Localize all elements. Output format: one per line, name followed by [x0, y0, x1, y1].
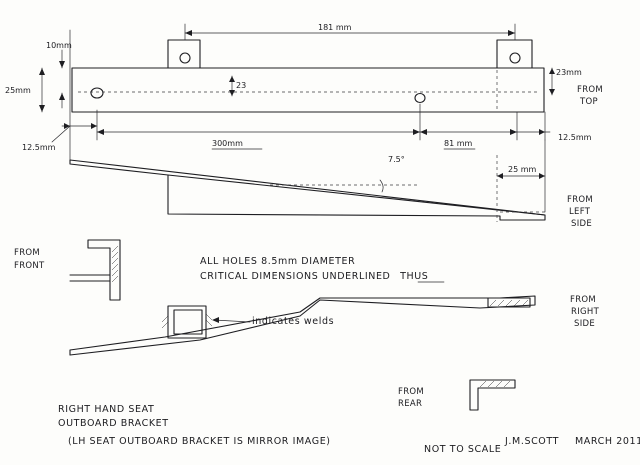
- weld-block-right: [487, 297, 531, 308]
- label-from-rear: FROM REAR: [398, 387, 424, 409]
- dim-23-right-label: 23mm: [556, 68, 582, 77]
- top-view-bar: [71, 67, 545, 113]
- right-lug-hole: [509, 52, 521, 64]
- critical-note: CRITICAL DIMENSIONS UNDERLINED THUS: [200, 271, 428, 282]
- label-from-front: FROM FRONT: [14, 248, 45, 271]
- bar-hole-right: [414, 92, 426, 104]
- dim-181-label: 181 mm: [318, 23, 352, 32]
- welds-note: indicates welds: [252, 316, 334, 327]
- dim-12-5-left-label: 12.5mm: [22, 143, 56, 152]
- svg-text:LEFT: LEFT: [569, 207, 591, 217]
- author: J.M.SCOTT: [504, 436, 559, 447]
- dim-12-5-right-label: 12.5mm: [558, 133, 592, 142]
- svg-text:FROM: FROM: [567, 195, 593, 205]
- dim-10-label: 10mm: [46, 41, 72, 50]
- title-line-2: OUTBOARD BRACKET: [58, 418, 169, 429]
- right-side-profile: [69, 295, 536, 356]
- svg-text:FRONT: FRONT: [14, 261, 45, 271]
- svg-text:FROM: FROM: [398, 387, 424, 397]
- svg-text:REAR: REAR: [398, 399, 422, 409]
- title-line-1: RIGHT HAND SEAT: [58, 404, 154, 415]
- dim-81-label: 81 mm: [444, 139, 473, 148]
- left-side-view: [69, 139, 546, 222]
- dim-25-label: 25mm: [5, 86, 31, 95]
- rear-view: [469, 379, 516, 411]
- welds-leader: [213, 319, 251, 323]
- critical-thus: THUS: [399, 271, 428, 282]
- svg-text:RIGHT: RIGHT: [571, 307, 600, 317]
- rear-view-angle: [469, 379, 516, 411]
- svg-text:SIDE: SIDE: [574, 319, 595, 329]
- holes-note: ALL HOLES 8.5mm DIAMETER: [200, 256, 355, 267]
- left-lug: [167, 39, 201, 69]
- right-side-view: [69, 295, 536, 356]
- angle-arc: [379, 179, 384, 193]
- left-side-profile: [69, 159, 546, 221]
- mirror-note: (LH SEAT OUTBOARD BRACKET IS MIRROR IMAG…: [68, 436, 331, 447]
- title-block: RIGHT HAND SEAT OUTBOARD BRACKET (LH SEA…: [58, 404, 640, 455]
- svg-text:FROM: FROM: [14, 248, 40, 258]
- top-view: [39, 23, 555, 161]
- scale-note: NOT TO SCALE: [424, 444, 501, 455]
- svg-text:SIDE: SIDE: [571, 219, 592, 229]
- svg-text:TOP: TOP: [579, 97, 598, 107]
- svg-text:FROM: FROM: [570, 295, 596, 305]
- label-from-left-side: FROM LEFT SIDE: [567, 195, 593, 229]
- label-from-top: FROM TOP: [577, 85, 603, 107]
- date: MARCH 2011: [575, 436, 640, 447]
- dim-300-label: 300mm: [212, 139, 243, 148]
- dim-23-inner-label: 23: [236, 81, 246, 90]
- right-lug: [496, 39, 533, 69]
- front-view-angle: [87, 239, 121, 301]
- left-lug-hole: [179, 52, 191, 64]
- dim-25-side-label: 25 mm: [508, 165, 537, 174]
- critical-prefix: CRITICAL DIMENSIONS UNDERLINED: [200, 271, 390, 282]
- label-from-right-side: FROM RIGHT SIDE: [570, 295, 600, 329]
- angle-label: 7.5°: [388, 155, 405, 164]
- svg-text:FROM: FROM: [577, 85, 603, 95]
- front-view: [69, 239, 121, 301]
- bar-hole-left: [90, 87, 104, 99]
